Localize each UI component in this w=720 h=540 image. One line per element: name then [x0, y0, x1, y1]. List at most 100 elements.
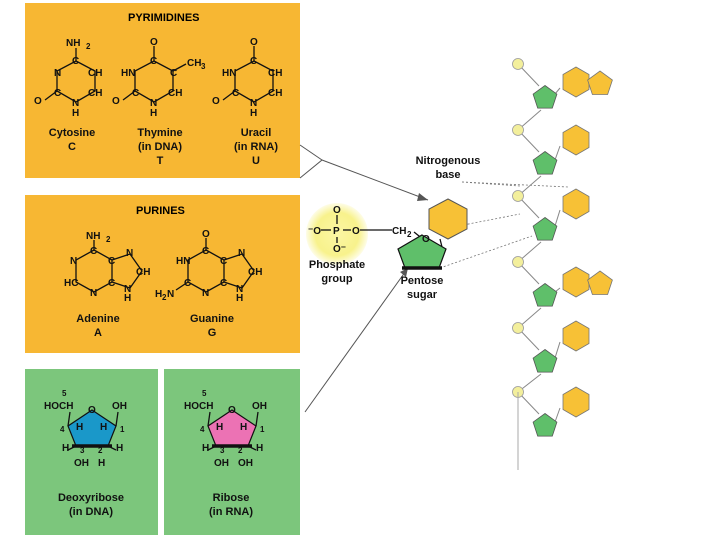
svg-text:CH: CH — [88, 88, 102, 99]
purines-title: PURINES — [136, 205, 185, 217]
svg-text:H: H — [250, 108, 257, 119]
glycosidic-bond — [554, 407, 561, 423]
deoxyribose-note: (in DNA) — [69, 506, 113, 518]
svg-text:5: 5 — [62, 389, 67, 398]
svg-text:H: H — [216, 422, 223, 433]
pentose-sugar-label-2: sugar — [407, 289, 438, 301]
base-hexagon — [562, 188, 590, 220]
svg-text:C: C — [108, 256, 115, 267]
svg-text:5: 5 — [202, 389, 207, 398]
nitrogenous-base-hexagon — [428, 198, 468, 240]
svg-text:O: O — [352, 226, 360, 237]
svg-text:H: H — [62, 443, 69, 454]
guanine-name: Guanine — [190, 313, 234, 325]
svg-text:N: N — [150, 98, 157, 109]
sugar-pentagon — [532, 151, 558, 175]
svg-text:H: H — [202, 443, 209, 454]
svg-text:NH: NH — [86, 231, 100, 242]
svg-text:N: N — [250, 98, 257, 109]
svg-text:3: 3 — [201, 62, 206, 71]
pyrimidines-panel — [25, 3, 300, 178]
svg-text:C: C — [220, 256, 227, 267]
sugar-pentagon — [532, 283, 558, 307]
base-pentagon — [587, 270, 613, 295]
phosphate-group-label-1: Phosphate — [309, 259, 365, 271]
svg-text:N: N — [236, 284, 243, 295]
svg-text:4: 4 — [60, 425, 65, 434]
svg-text:H: H — [240, 422, 247, 433]
svg-text:N: N — [126, 248, 133, 259]
sugar-pentagon — [532, 349, 558, 373]
svg-text:N: N — [202, 288, 209, 299]
phosphate-dot — [512, 190, 524, 202]
pyrimidines-title: PYRIMIDINES — [128, 12, 200, 24]
svg-text:O: O — [250, 37, 258, 48]
svg-text:C: C — [132, 88, 139, 99]
deoxyribose-panel — [25, 369, 158, 535]
glycosidic-bond — [554, 145, 561, 161]
svg-text:CH: CH — [268, 68, 282, 79]
svg-text:2: 2 — [106, 235, 111, 244]
svg-text:C: C — [170, 68, 177, 79]
glycosidic-bond — [554, 209, 561, 227]
svg-text:P: P — [333, 226, 340, 237]
svg-text:O: O — [88, 405, 96, 416]
purines-panel — [25, 195, 300, 353]
svg-text:O: O — [333, 205, 341, 216]
svg-text:C: C — [184, 278, 191, 289]
cytosine-name: Cytosine — [49, 127, 95, 139]
svg-text:HN: HN — [121, 68, 135, 79]
phosphate-dot — [512, 322, 524, 334]
svg-text:CH: CH — [392, 226, 406, 237]
svg-text:⁻O: ⁻O — [308, 226, 321, 237]
svg-text:O: O — [212, 96, 220, 107]
svg-text:HOCH: HOCH — [44, 401, 73, 412]
svg-text:H: H — [236, 293, 243, 304]
svg-text:C: C — [150, 56, 157, 67]
svg-text:N: N — [124, 284, 131, 295]
svg-text:3: 3 — [220, 446, 225, 455]
svg-text:O: O — [34, 96, 42, 107]
svg-text:N: N — [70, 256, 77, 267]
svg-text:N: N — [238, 248, 245, 259]
svg-text:C: C — [250, 56, 257, 67]
svg-text:CH: CH — [248, 267, 262, 278]
svg-text:HN: HN — [176, 256, 190, 267]
svg-text:C: C — [220, 278, 227, 289]
guanine-letter: G — [208, 327, 217, 339]
svg-text:CH: CH — [268, 88, 282, 99]
svg-text:O: O — [228, 405, 236, 416]
svg-text:H: H — [76, 422, 83, 433]
phosphate-group-label-2: group — [321, 273, 352, 285]
svg-text:OH: OH — [112, 401, 127, 412]
svg-text:CH: CH — [88, 68, 102, 79]
svg-text:H: H — [100, 422, 107, 433]
base-hexagon — [562, 124, 590, 156]
svg-text:HOCH: HOCH — [184, 401, 213, 412]
sugar-pentagon — [532, 217, 558, 241]
svg-text:CH: CH — [187, 58, 201, 69]
svg-text:H: H — [72, 108, 79, 119]
polynucleotide-strand — [512, 58, 613, 470]
svg-text:HC: HC — [64, 278, 78, 289]
svg-text:N: N — [54, 68, 61, 79]
base-hexagon — [562, 66, 590, 98]
svg-text:O: O — [422, 234, 430, 245]
thymine-letter: T — [157, 155, 164, 167]
sugar-pentagon — [532, 85, 558, 109]
svg-text:2: 2 — [238, 446, 243, 455]
svg-text:C: C — [232, 88, 239, 99]
uracil-letter: U — [252, 155, 260, 167]
adenine-letter: A — [94, 327, 102, 339]
svg-text:O: O — [150, 37, 158, 48]
svg-text:CH: CH — [168, 88, 182, 99]
pentose-sugar-label-1: Pentose — [401, 275, 444, 287]
svg-text:H: H — [256, 443, 263, 454]
nitrogenous-base-label-2: base — [435, 169, 460, 181]
ribose-note: (in RNA) — [209, 506, 253, 518]
base-hexagon — [562, 266, 590, 298]
